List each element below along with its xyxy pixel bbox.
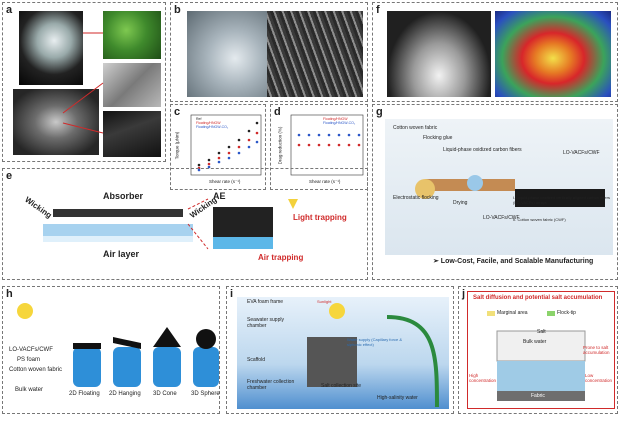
panel-i-label: i: [230, 288, 234, 300]
lo-vacf-label-2: LO-VACFs/CWF: [563, 150, 600, 156]
flocking-glue-label: Flocking glue: [423, 135, 453, 141]
torque-plot: [190, 114, 262, 176]
liquid-phase-label: Liquid-phase oxidized carbon fibers: [443, 147, 522, 153]
light-trapping-label: Light trapping: [293, 213, 347, 222]
sem-fibers-photo: [267, 11, 363, 97]
drag-co2-points: [297, 133, 361, 137]
panel-i: i EVA foam frame Seawater supply chamber…: [226, 286, 454, 414]
note-2: II. Cotton woven fabric (CWF): [513, 217, 566, 222]
ae-label: AE: [213, 191, 226, 201]
drag-legend-floating: Floating/HNGW: [323, 117, 348, 121]
water-droplet-photo: [187, 11, 267, 97]
sun-icon: [17, 303, 33, 319]
torque-ref-points: [197, 121, 259, 167]
supply-label: Water supply (Capillary force & siphonic…: [347, 337, 402, 347]
drag-plot: [290, 114, 364, 176]
low-conc-label: Low concentration: [585, 373, 613, 383]
torque-ylabel: Torque (μNm): [174, 131, 180, 160]
salt-box: [467, 291, 615, 409]
sunlight-label: Sunlight: [317, 299, 332, 304]
panel-h-label: h: [6, 288, 13, 300]
thermal-image: [495, 11, 611, 97]
panel-j-label: j: [462, 288, 466, 300]
marginal-label: Marginal area: [497, 310, 528, 316]
salt-title: Salt diffusion and potential salt accumu…: [473, 295, 603, 301]
panel-e-schematic: [43, 198, 298, 250]
flock-tip-label: Flock-tip: [557, 310, 576, 316]
panel-f-label: f: [376, 4, 380, 16]
absorber-label: Absorber: [103, 191, 144, 201]
cotton-label: Cotton woven fabric: [393, 125, 438, 131]
air-trapping-label: Air trapping: [258, 253, 304, 262]
panel-e: e Absorber Wicking Wicking Air layer AE …: [2, 168, 368, 280]
drag-ylabel: Drag reduction (%): [277, 126, 283, 165]
config-2d-floating: 2D Floating: [69, 391, 100, 397]
fabric-label: Fabric: [531, 393, 545, 399]
panel-g-label: g: [376, 106, 383, 118]
droplet-photo: [19, 11, 83, 85]
configs-diagram: [17, 303, 219, 387]
panel-g: g Cotton woven fabric Flocking glue Liqu…: [372, 104, 618, 280]
panel-j: j Salt diffusion and potential salt accu…: [458, 286, 618, 414]
high-salinity-label: High-salinity water: [377, 395, 418, 401]
panel-b: b: [170, 2, 368, 102]
high-conc-label: High concentration: [469, 373, 497, 383]
device-photo: [387, 11, 491, 97]
absorber-layer: [53, 209, 183, 217]
prone-label: Prone to salt accumulation: [583, 345, 610, 355]
ae-block: [213, 207, 273, 237]
lo-vacf-label: LO-VACFs/CWF: [483, 215, 520, 221]
drag-xlabel: Shear rate (s⁻¹): [309, 179, 341, 184]
torque-legend-floating: Floating/HNGW: [196, 121, 221, 125]
eva-foam-label: EVA foam frame: [247, 299, 284, 305]
torque-floating-points: [197, 131, 259, 170]
sem-fiber-photo: [103, 111, 161, 157]
tagline: ➢ Low-Cost, Facile, and Scalable Manufac…: [433, 258, 594, 265]
config-3d-cone: 3D Cone: [153, 391, 177, 397]
panel-a-label: a: [6, 4, 13, 16]
freshwater-label: Freshwater collection chamber: [247, 379, 295, 391]
drag-legend-co2: Floating/HNGW-CO₂: [323, 121, 356, 125]
panel-c-label: c: [174, 106, 181, 118]
layer-ps-foam: PS foam: [17, 357, 41, 363]
torque-legend-co2: Floating/HNGW-CO₂: [196, 125, 229, 129]
salt-label: Salt: [537, 329, 546, 335]
torque-co2-points: [197, 140, 259, 172]
scaffold-label: Scaffold: [247, 357, 265, 363]
roll-to-roll-diagram: [415, 175, 605, 207]
sem-leaf-photo: [103, 63, 161, 107]
panel-c: c Ref Floating/HNGW Floating/HNGW-CO₂ Sh…: [170, 104, 266, 190]
layer-cotton: Cotton woven fabric: [9, 367, 63, 373]
air-layer-label: Air layer: [103, 249, 140, 259]
leaf-photo: [103, 11, 161, 59]
drying-label: Drying: [453, 200, 468, 206]
panel-b-label: b: [174, 4, 181, 16]
drag-floating-points: [297, 143, 361, 147]
seawater-label: Seawater supply chamber: [247, 317, 284, 329]
panel-d-label: d: [274, 106, 281, 118]
air-layer-band: [43, 236, 193, 242]
panel-a-arrows: [62, 32, 104, 134]
panel-h: h LO-VACFs/CWF PS foam Cotton woven fabr…: [2, 286, 220, 414]
bulk-label: Bulk water: [523, 339, 547, 345]
water-layer: [43, 224, 193, 236]
layer-bulk-water: Bulk water: [15, 387, 44, 393]
config-2d-hanging: 2D Hanging: [109, 391, 141, 397]
evaporator-diagram: [307, 303, 439, 408]
panel-d: d Floating/HNGW Floating/HNGW-CO₂ Shear …: [270, 104, 368, 190]
fiber-cluster-photo: [13, 89, 99, 155]
panel-e-label: e: [6, 170, 13, 182]
light-icon: [288, 199, 298, 209]
salt-diagram: [487, 311, 586, 401]
electrostatic-label: Electrostatic flocking: [393, 195, 439, 201]
note-1: I. Liquid-phase oxidized vertically alig…: [513, 195, 610, 205]
torque-xlabel: Shear rate (s⁻¹): [209, 179, 241, 184]
config-3d-sphere: 3D Sphere: [191, 391, 220, 397]
panel-f: f: [372, 2, 618, 102]
torque-legend-ref: Ref: [196, 117, 202, 121]
salt-site-label: Salt collection site: [321, 383, 362, 389]
panel-a: a: [2, 2, 166, 162]
layer-lo-vacf: LO-VACFs/CWF: [9, 347, 53, 353]
